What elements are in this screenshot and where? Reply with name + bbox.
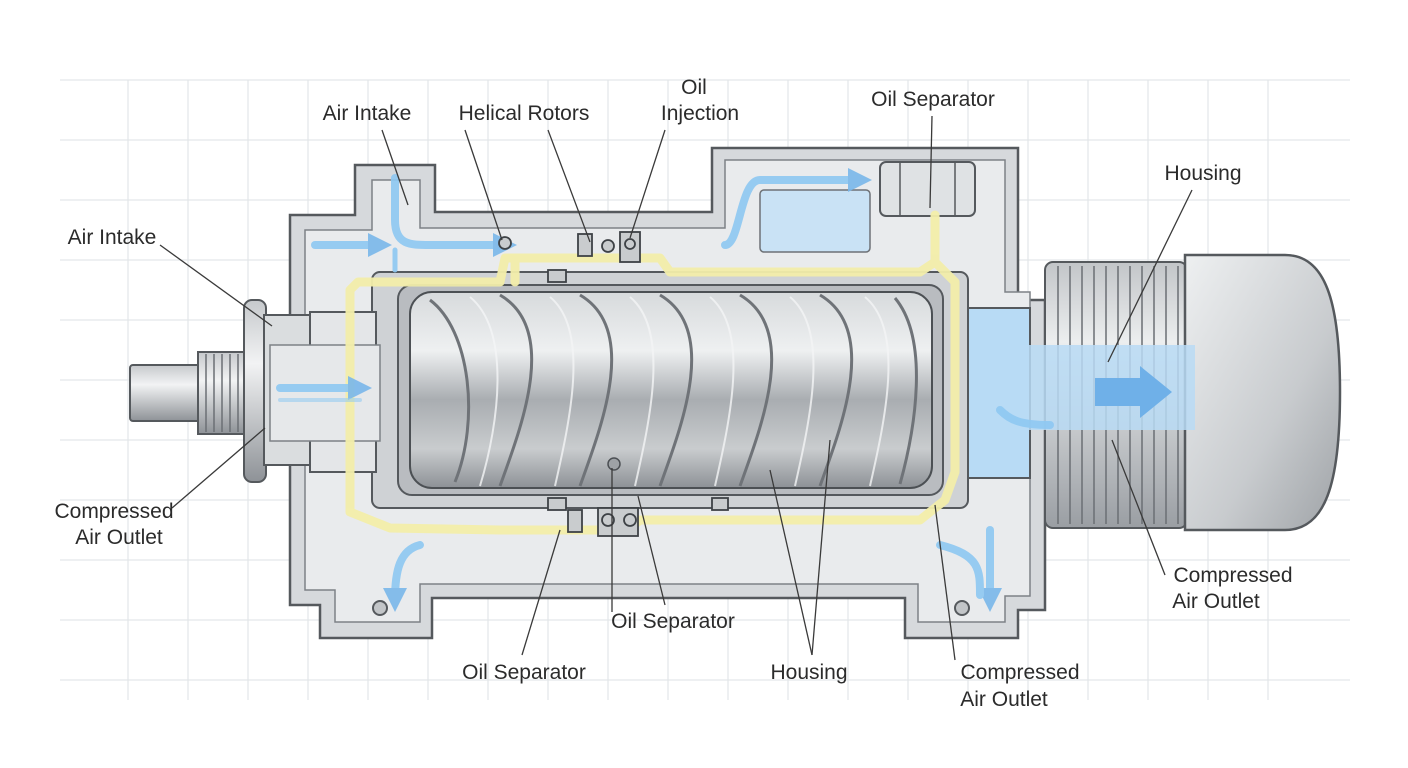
label-oil-separator-bottom: Oil Separator [462, 661, 586, 684]
label-compressed-outlet-right-line1: Compressed [1173, 564, 1292, 587]
label-oil-injection-line2: Injection [661, 102, 739, 125]
helical-rotor [409, 291, 933, 489]
oil-flow-path [345, 210, 960, 535]
leader-lines [159, 115, 1193, 661]
outlet-chamber [967, 307, 1031, 479]
label-housing-bottom: Housing [770, 661, 847, 684]
air-flow-path [276, 168, 1054, 612]
electric-motor [1020, 253, 1342, 532]
label-air-intake-left: Air Intake [68, 226, 157, 249]
label-compressed-outlet-left-line2: Air Outlet [75, 526, 163, 549]
label-compressed-outlet-left-line1: Compressed [54, 500, 173, 523]
label-oil-separator-top: Oil Separator [871, 88, 995, 111]
label-oil-injection-line1: Oil [681, 76, 707, 99]
label-oil-separator-center: Oil Separator [611, 610, 735, 633]
label-compressed-outlet-bottom-line2: Air Outlet [960, 688, 1048, 711]
callout-labels: Air Intake Helical Rotors Oil Injection … [54, 76, 1292, 711]
oil-injection-ports [498, 231, 729, 537]
drive-shaft [129, 299, 381, 483]
label-helical-rotors: Helical Rotors [459, 102, 590, 125]
oil-separator-element [879, 161, 976, 217]
label-housing-right: Housing [1164, 162, 1241, 185]
label-compressed-outlet-right-line2: Air Outlet [1172, 590, 1260, 613]
label-compressed-outlet-bottom-line1: Compressed [960, 661, 1079, 684]
separator-chamber [759, 189, 871, 253]
outlet-arrow-icon [1095, 366, 1172, 418]
label-air-intake-top: Air Intake [323, 102, 412, 125]
